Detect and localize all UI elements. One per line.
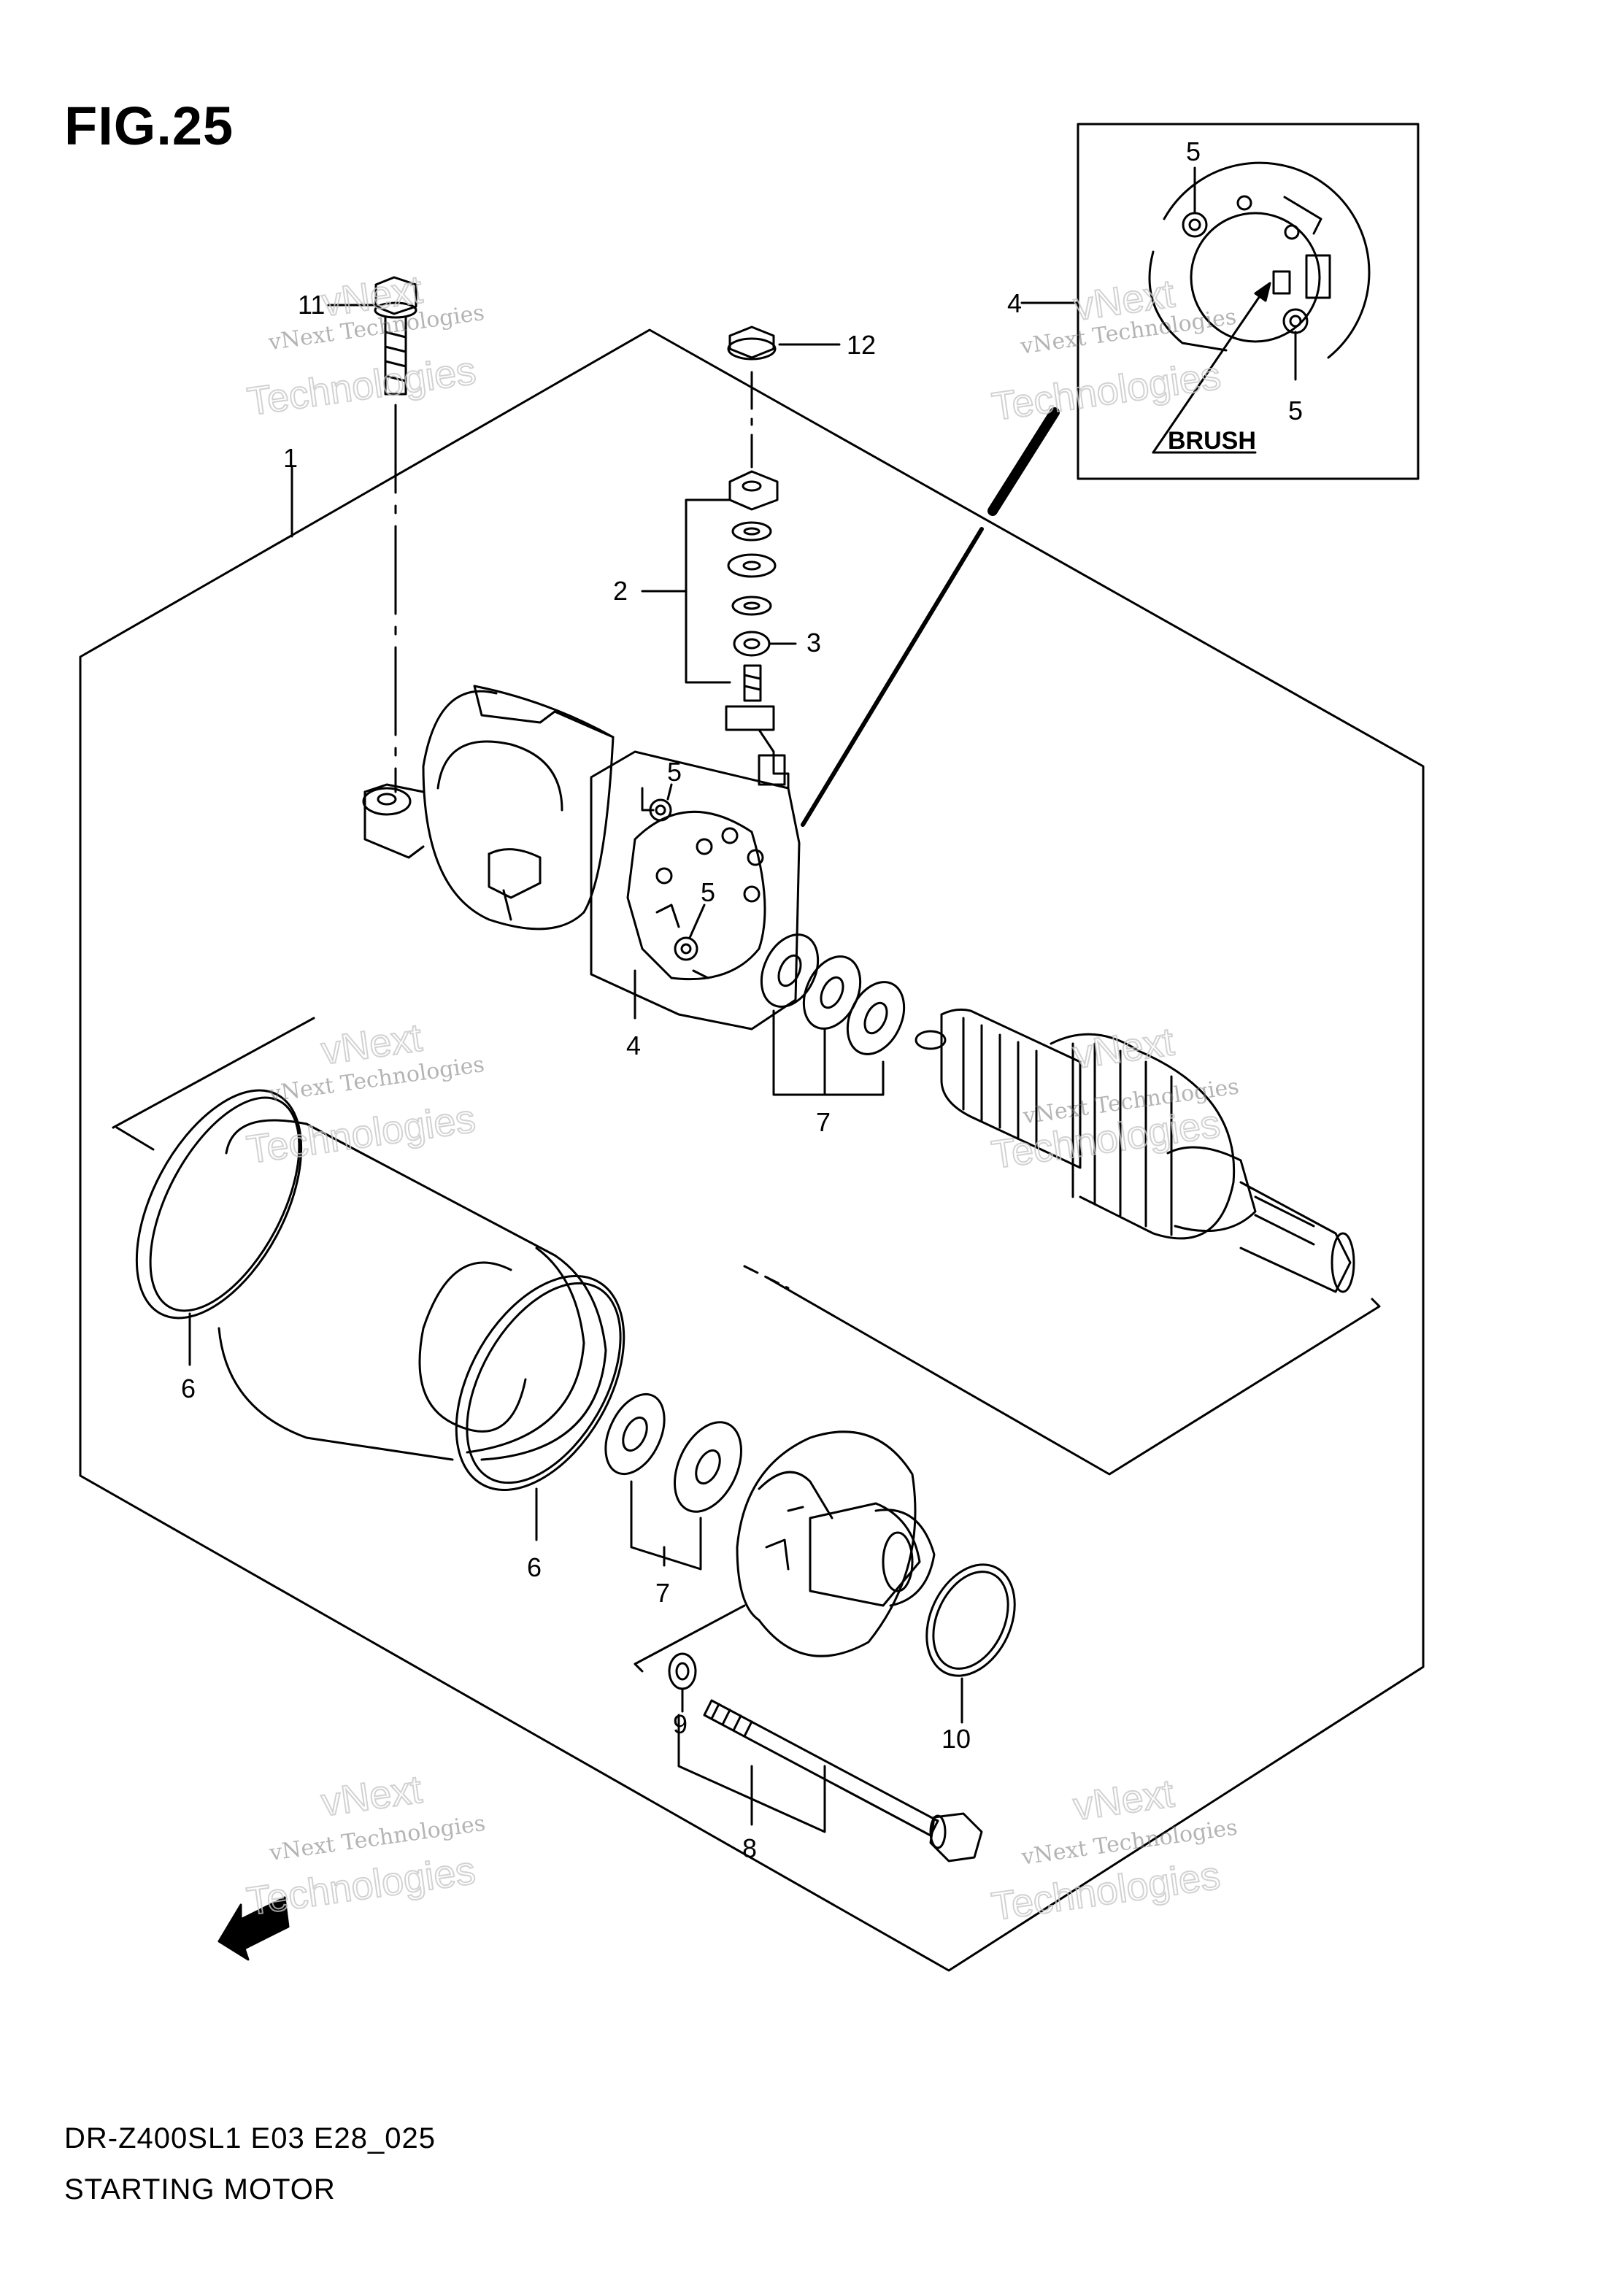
o-ring-10 bbox=[925, 1563, 1016, 1677]
callout-2: 2 bbox=[613, 576, 628, 606]
svg-text:vNext: vNext bbox=[319, 1768, 425, 1825]
callout-6-center: 6 bbox=[527, 1552, 542, 1582]
yoke-outline bbox=[112, 1017, 315, 1129]
armature bbox=[915, 1008, 1355, 1293]
callout-7-lower: 7 bbox=[655, 1578, 670, 1608]
svg-text:vNext: vNext bbox=[1071, 1020, 1177, 1077]
callout-5-inset-top: 5 bbox=[1186, 136, 1201, 166]
callout-12: 12 bbox=[847, 330, 876, 360]
assembly-outline bbox=[79, 328, 1425, 1972]
callout-5-inset-bottom: 5 bbox=[1288, 396, 1303, 425]
svg-text:vNext: vNext bbox=[1071, 1771, 1177, 1829]
callout-6-left: 6 bbox=[181, 1374, 196, 1403]
watermarks: vNext Technologies vNext Technologies vN… bbox=[243, 267, 1240, 1930]
brush-inset-box bbox=[1077, 123, 1420, 480]
bolt-11 bbox=[374, 276, 417, 396]
callout-9: 9 bbox=[673, 1709, 688, 1739]
callout-4: 4 bbox=[626, 1030, 641, 1060]
yoke bbox=[135, 1089, 607, 1461]
terminal-washer-stack bbox=[727, 470, 779, 657]
callout-7-upper: 7 bbox=[816, 1107, 831, 1137]
callout-5-plate-top: 5 bbox=[667, 757, 682, 787]
model-code: DR-Z400SL1 E03 E28_025 bbox=[64, 2122, 436, 2154]
terminal-bolt bbox=[725, 664, 790, 790]
svg-text:Technologies: Technologies bbox=[990, 354, 1224, 429]
callout-4-inset: 4 bbox=[1007, 288, 1022, 318]
brush-holder-detail bbox=[1148, 161, 1371, 359]
figure-title: FIG.25 bbox=[64, 96, 234, 156]
inset-leader bbox=[987, 407, 1060, 516]
brush-holder-plate bbox=[590, 750, 801, 1030]
washer-9 bbox=[668, 1652, 697, 1690]
rear-housing bbox=[362, 685, 615, 931]
callout-3: 3 bbox=[806, 628, 821, 658]
svg-text:Technologies: Technologies bbox=[244, 1097, 478, 1172]
through-bolt-8 bbox=[703, 1699, 983, 1862]
svg-text:Technologies: Technologies bbox=[245, 349, 479, 424]
front-housing bbox=[736, 1430, 936, 1657]
bracket-2 bbox=[685, 498, 731, 684]
callout-11: 11 bbox=[298, 290, 325, 320]
o-ring-6 bbox=[455, 1275, 625, 1491]
washers-7-upper bbox=[760, 933, 906, 1055]
brush-label: BRUSH bbox=[1168, 427, 1256, 455]
part-callouts: 1 2 3 4 4 5 5 5 5 6 6 7 7 8 9 10 11 12 B… bbox=[181, 136, 1303, 1863]
callout-8: 8 bbox=[742, 1833, 757, 1863]
callout-10: 10 bbox=[942, 1724, 971, 1754]
washers-7-lower bbox=[604, 1392, 742, 1513]
diagram-name: STARTING MOTOR bbox=[64, 2173, 336, 2206]
callout-5-plate-center: 5 bbox=[701, 877, 715, 907]
callout-1: 1 bbox=[283, 443, 298, 473]
forward-arrow-icon bbox=[217, 1896, 290, 1961]
flange-nut-12 bbox=[727, 325, 777, 361]
